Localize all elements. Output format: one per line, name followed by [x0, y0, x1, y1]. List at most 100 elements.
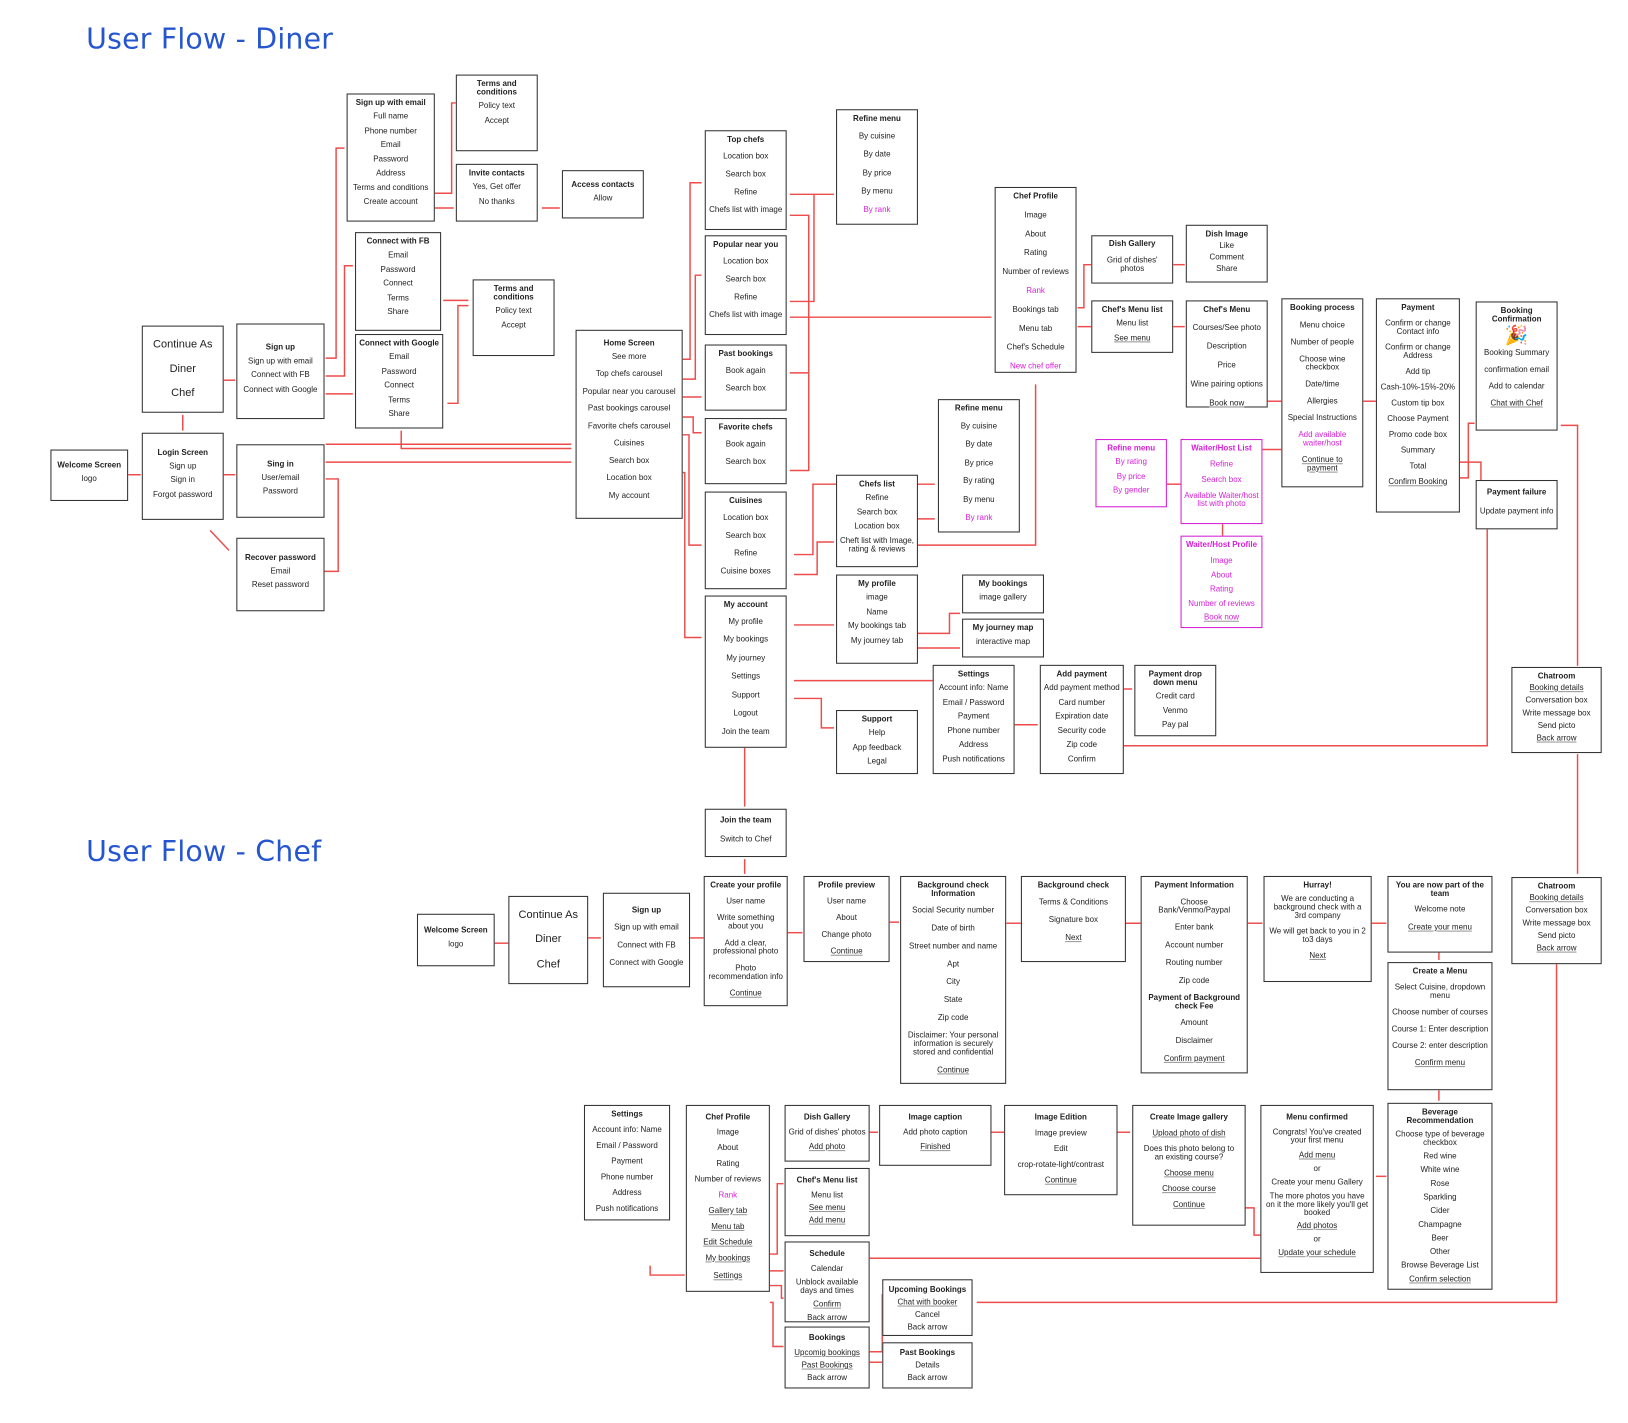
box-title: Login Screen [157, 447, 209, 457]
continue-link[interactable]: Continue [729, 988, 762, 998]
menu-tab-link[interactable]: Menu tab [711, 1221, 745, 1231]
box-item: Conversation box [1525, 905, 1588, 915]
box-item: Refine [1209, 458, 1234, 469]
box-item: My journey tab [850, 635, 904, 645]
box-title: Chefs list [859, 478, 895, 489]
box-item: Book again [725, 438, 766, 449]
diner-access-contacts: Access contacts Allow [561, 170, 644, 219]
finished-link[interactable]: Finished [920, 1141, 951, 1152]
box-title: Cuisines [729, 495, 763, 506]
connector-line [1560, 424, 1579, 666]
continue-link[interactable]: Continue [937, 1064, 970, 1075]
box-item: Refine [865, 492, 889, 503]
back-arrow[interactable]: Back arrow [807, 1372, 848, 1383]
box-item: Change photo [821, 929, 872, 939]
chef-upcoming-bookings: Upcoming Bookings Chat with booker Cance… [882, 1279, 973, 1336]
diner-add-payment: Add payment Add payment method Card numb… [1039, 664, 1124, 775]
add-photo-link[interactable]: Add photo [808, 1141, 846, 1152]
box-title: Welcome Screen [57, 460, 122, 470]
box-item: Number of reviews [1188, 598, 1255, 608]
waiter-book-now-link[interactable]: Book now [1203, 612, 1240, 623]
box-item: Custom tip box [1391, 397, 1445, 408]
confirm-booking-link[interactable]: Confirm Booking [1388, 476, 1448, 486]
continue-link[interactable]: Continue [1044, 1175, 1077, 1185]
diner-invite-contacts: Invite contacts Yes, Get offer No thanks [455, 163, 538, 222]
box-item: Street number and name [909, 940, 998, 951]
box-item: Like [1219, 240, 1235, 250]
box-title: Schedule [809, 1248, 845, 1259]
choose-menu-link[interactable]: Choose menu [1164, 1167, 1214, 1178]
add-photos-link[interactable]: Add photos [1296, 1220, 1338, 1230]
confirm-payment-link[interactable]: Confirm payment [1163, 1053, 1225, 1063]
party-popper-icon: 🎉 [1504, 324, 1529, 346]
see-menu-link[interactable]: See menu [1114, 332, 1151, 342]
past-bookings-link[interactable]: Past Bookings [801, 1360, 853, 1370]
box-item: Chef's Schedule [1006, 342, 1065, 352]
upcoming-bookings-link[interactable]: Upcomig bookings [794, 1347, 860, 1357]
box-item: State [943, 994, 963, 1004]
box-item: Full name [373, 111, 409, 121]
continue-as-chef[interactable]: Chef [536, 957, 560, 970]
box-item: Search box [608, 455, 650, 466]
box-item: Menu list [1116, 318, 1149, 328]
back-arrow[interactable]: Back arrow [807, 1312, 848, 1323]
confirm-link[interactable]: Confirm [813, 1299, 842, 1309]
box-item: By price [964, 457, 994, 468]
next-link[interactable]: Next [1309, 950, 1326, 960]
add-menu-link[interactable]: Add menu [808, 1215, 846, 1225]
gallery-tab-link[interactable]: Gallery tab [708, 1205, 748, 1216]
booking-details-link[interactable]: Booking details [1529, 892, 1584, 903]
box-item: Summary [1400, 444, 1435, 455]
box-item: Chefs list with image [709, 309, 783, 320]
back-arrow[interactable]: Back arrow [907, 1372, 948, 1383]
box-item: Location box [723, 512, 769, 522]
box-item: Number of reviews [1002, 266, 1069, 277]
edit-schedule-link[interactable]: Edit Schedule [703, 1236, 753, 1247]
upload-photo-link[interactable]: Upload photo of dish [1152, 1127, 1226, 1138]
back-arrow-link[interactable]: Back arrow [1536, 732, 1577, 743]
continue-link[interactable]: Continue [830, 946, 863, 956]
choose-course-link[interactable]: Choose course [1162, 1183, 1216, 1193]
continue-as-diner[interactable]: Diner [535, 933, 562, 946]
box-title: Chef Profile [1013, 191, 1058, 201]
settings-link[interactable]: Settings [713, 1270, 743, 1280]
back-arrow-link[interactable]: Back arrow [1536, 943, 1577, 953]
confirm-menu-link[interactable]: Confirm menu [1414, 1057, 1466, 1067]
add-menu-link[interactable]: Add menu [1298, 1149, 1336, 1160]
update-schedule-link[interactable]: Update your schedule [1278, 1247, 1356, 1257]
connector-line [869, 1293, 883, 1353]
create-your-menu-link[interactable]: Create your menu [1408, 922, 1472, 932]
box-item: Payment [957, 711, 990, 721]
chat-with-chef-link[interactable]: Chat with Chef [1490, 397, 1543, 408]
continue-to-payment-link[interactable]: Continue to payment [1301, 454, 1343, 473]
box-item: Password [381, 366, 417, 376]
box-item: Phone number [600, 1172, 654, 1182]
back-arrow[interactable]: Back arrow [907, 1322, 948, 1332]
continue-as-chef[interactable]: Chef [171, 386, 195, 400]
cancel-option[interactable]: Cancel [914, 1309, 940, 1320]
box-item: Description [1206, 341, 1247, 351]
box-item: Number of reviews [694, 1174, 762, 1184]
continue-link[interactable]: Continue [1172, 1199, 1205, 1209]
chat-with-booker-link[interactable]: Chat with booker [897, 1297, 958, 1307]
confirm-selection-link[interactable]: Confirm selection [1409, 1273, 1471, 1284]
box-item: Location box [606, 472, 652, 483]
box-title: Invite contacts [468, 168, 525, 178]
box-item: Search box [856, 506, 898, 517]
box-item: Choose Bank/Venmo/Paypal [1158, 896, 1231, 915]
box-title: Beverage Recommendation [1406, 1107, 1474, 1125]
next-link[interactable]: Next [1065, 932, 1082, 943]
box-item: Connect with FB [251, 369, 310, 380]
box-item: Sparkling [1423, 1191, 1457, 1202]
connector-line [769, 1284, 784, 1299]
diner-flow-title: User Flow - Diner [86, 23, 334, 56]
continue-as-diner[interactable]: Diner [169, 362, 196, 375]
box-item: See more [611, 351, 647, 362]
booking-details-link[interactable]: Booking details [1529, 682, 1584, 693]
box-item: My profile [728, 616, 763, 626]
my-bookings-link[interactable]: My bookings [705, 1252, 751, 1263]
see-menu-link[interactable]: See menu [808, 1202, 846, 1212]
box-item: image [866, 592, 888, 602]
book-now-link[interactable]: Book now [1209, 397, 1245, 408]
box-title: You are now part of the team [1395, 880, 1484, 898]
